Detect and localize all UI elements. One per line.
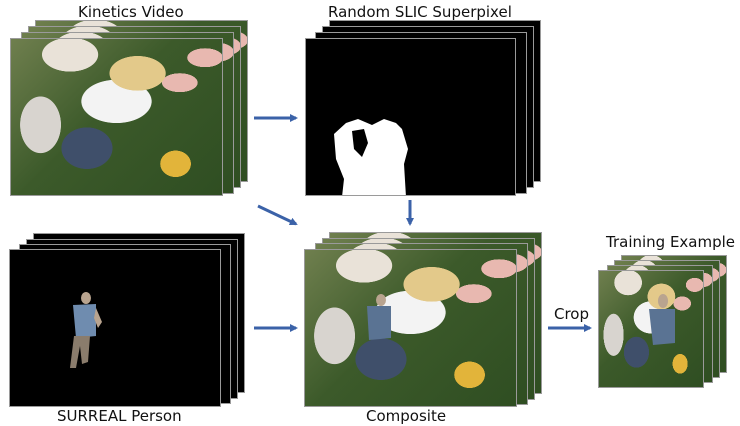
person-frame-front	[9, 249, 221, 407]
synthetic-person	[70, 292, 102, 368]
composite-label: Composite	[366, 407, 447, 425]
cropped-person	[649, 294, 675, 345]
random-slic-label: Random SLIC Superpixel	[328, 3, 512, 21]
superpixel-mask-shape	[334, 119, 408, 195]
crop-label: Crop	[554, 305, 590, 323]
training-example-label: Training Example	[606, 233, 736, 251]
mask-frame-front	[305, 38, 516, 196]
surreal-person-label: SURREAL Person	[57, 407, 182, 425]
training-frame-front	[598, 270, 704, 388]
composite-frame-front	[304, 249, 517, 407]
composited-person	[367, 294, 391, 340]
arrow-video-to-composite	[257, 204, 298, 226]
kinetics-video-label: Kinetics Video	[78, 3, 184, 21]
video-frame-front	[10, 38, 223, 196]
